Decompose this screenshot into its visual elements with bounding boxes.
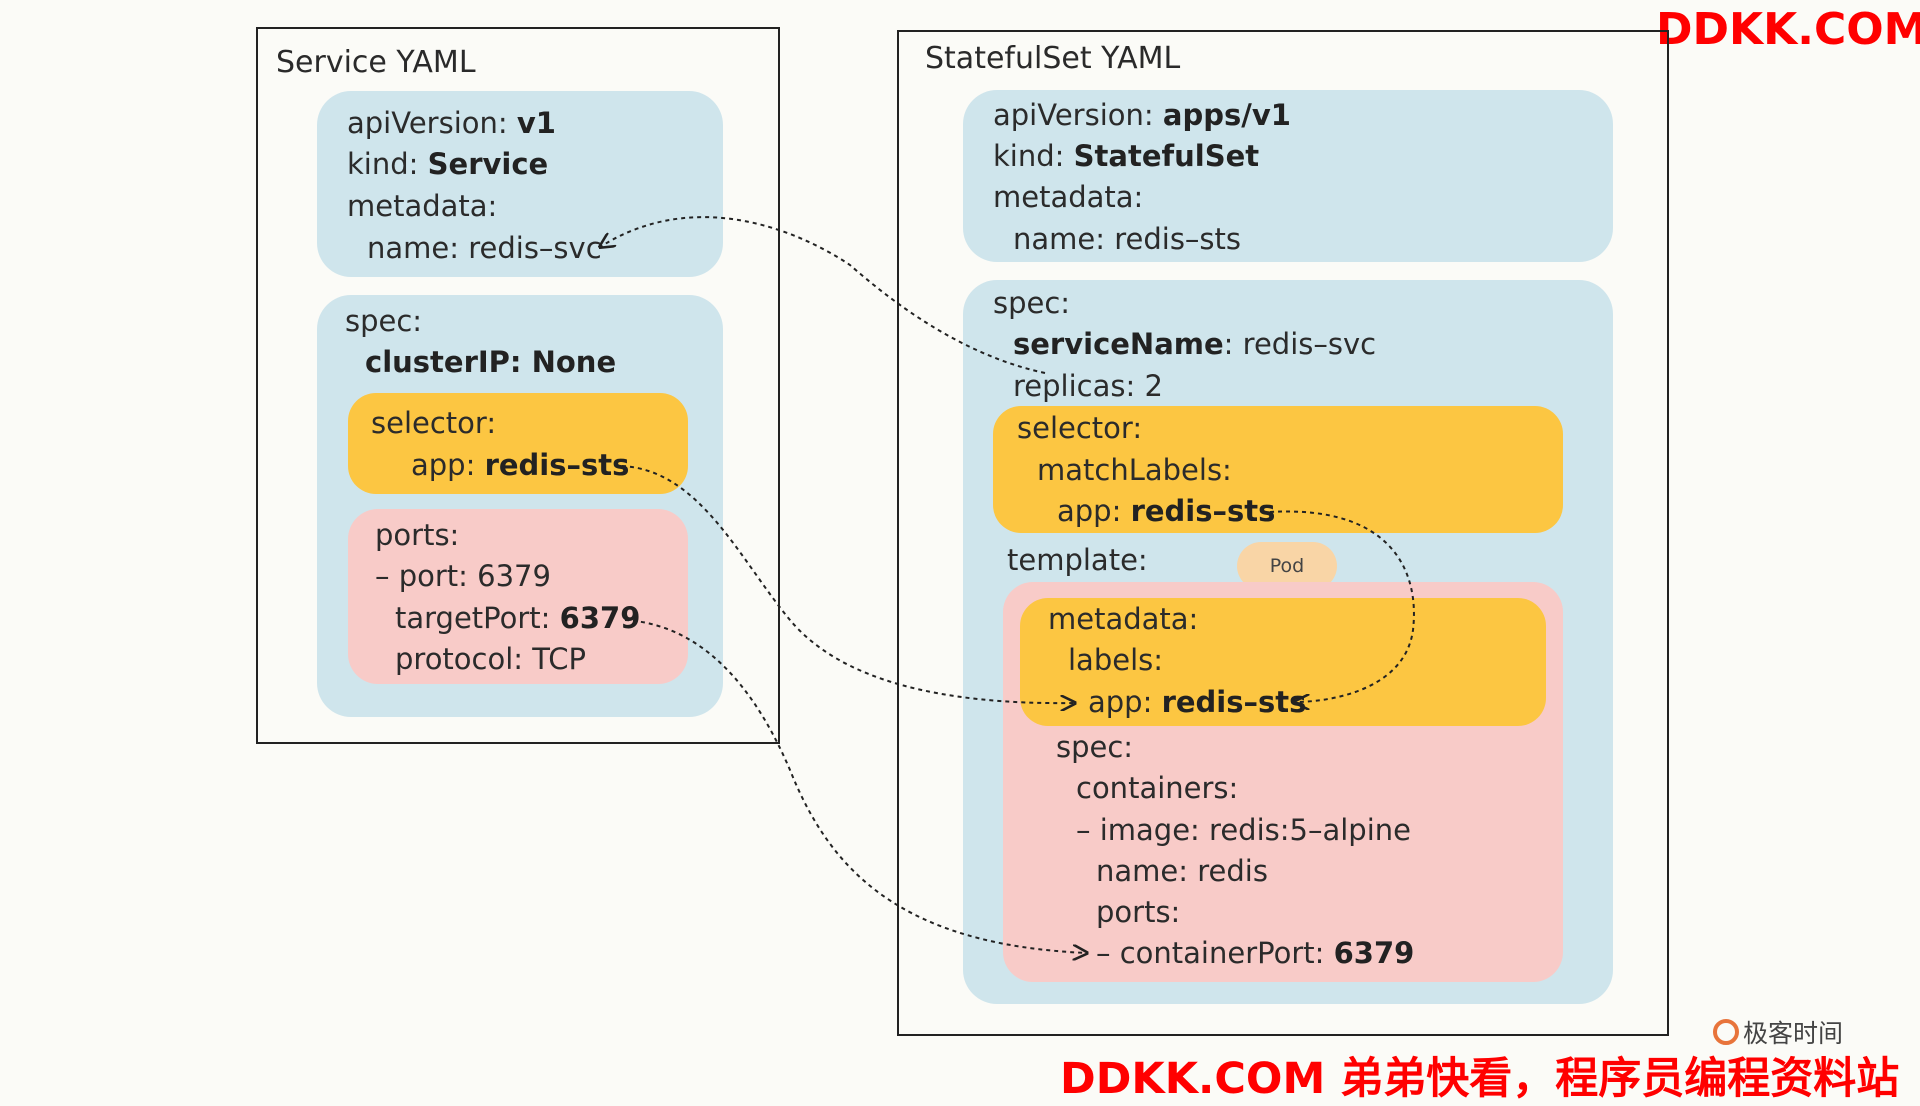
statefulset-template-label: template: bbox=[1007, 543, 1148, 577]
statefulset-replicas: replicas: 2 bbox=[1013, 369, 1163, 403]
watermark-bottom: DDKK.COM 弟弟快看，程序员编程资料站 bbox=[1060, 1054, 1900, 1104]
service-spec-label: spec: bbox=[345, 304, 423, 338]
statefulset-name: name: redis–sts bbox=[1013, 222, 1242, 256]
service-ports-label: ports: bbox=[375, 518, 460, 552]
brand-logo: 极客时间 bbox=[1713, 1014, 1843, 1050]
statefulset-yaml-title: StatefulSet YAML bbox=[925, 41, 1181, 76]
statefulset-containers: containers: bbox=[1076, 771, 1239, 805]
statefulset-container-ports: ports: bbox=[1096, 895, 1181, 929]
statefulset-selector-label: selector: bbox=[1017, 411, 1143, 445]
statefulset-matchlabels: matchLabels: bbox=[1037, 453, 1232, 487]
statefulset-template-metadata: metadata: bbox=[1048, 602, 1199, 636]
statefulset-metadata: metadata: bbox=[993, 180, 1144, 214]
service-yaml-title: Service YAML bbox=[276, 45, 476, 80]
service-selector-app: app: redis–sts bbox=[411, 448, 630, 482]
service-name: name: redis–svc bbox=[367, 231, 602, 265]
statefulset-selector-app: app: redis–sts bbox=[1057, 494, 1276, 528]
statefulset-servicename: serviceName: redis–svc bbox=[1013, 327, 1377, 361]
statefulset-template-app: app: redis–sts bbox=[1088, 685, 1307, 719]
service-clusterip: clusterIP: None bbox=[365, 345, 617, 379]
statefulset-kind: kind: StatefulSet bbox=[993, 139, 1260, 173]
service-metadata: metadata: bbox=[347, 189, 498, 223]
statefulset-template-labels: labels: bbox=[1068, 643, 1164, 677]
statefulset-containerport: – containerPort: 6379 bbox=[1096, 936, 1415, 970]
statefulset-spec-label: spec: bbox=[993, 286, 1071, 320]
statefulset-container-name: name: redis bbox=[1096, 854, 1268, 888]
service-targetport: targetPort: 6379 bbox=[395, 601, 641, 635]
statefulset-template-spec: spec: bbox=[1056, 730, 1134, 764]
statefulset-apiversion: apiVersion: apps/v1 bbox=[993, 98, 1291, 132]
brand-logo-text: 极客时间 bbox=[1743, 1019, 1844, 1048]
service-selector-label: selector: bbox=[371, 406, 497, 440]
service-kind: kind: Service bbox=[347, 147, 549, 181]
brand-logo-icon bbox=[1713, 1019, 1739, 1045]
watermark-top-right: DDKK.COM bbox=[1656, 4, 1920, 55]
statefulset-image: – image: redis:5–alpine bbox=[1076, 813, 1411, 847]
service-yaml-frame bbox=[256, 27, 780, 744]
statefulset-meta-block bbox=[963, 90, 1613, 262]
service-protocol: protocol: TCP bbox=[395, 642, 587, 676]
service-port: – port: 6379 bbox=[375, 559, 551, 593]
service-apiversion: apiVersion: v1 bbox=[347, 106, 556, 140]
